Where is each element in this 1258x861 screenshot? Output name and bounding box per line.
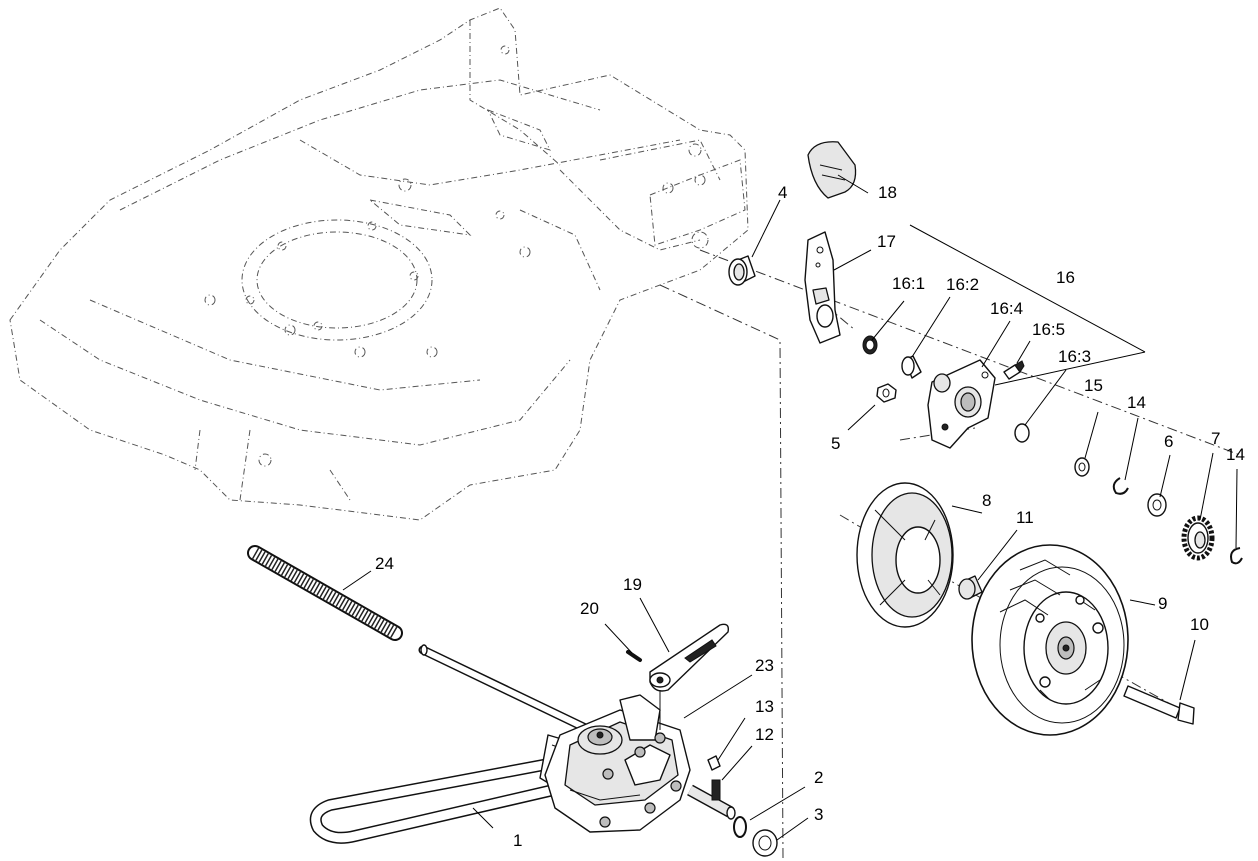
callout-2: 2 — [814, 768, 823, 787]
callout-6: 6 — [1164, 432, 1173, 451]
callout-16-1: 16:1 — [892, 274, 925, 293]
callout-3: 3 — [814, 805, 823, 824]
part-9-wheel — [971, 544, 1129, 736]
part-7-pinion-gear — [1181, 515, 1215, 561]
part-10-wheel-bolt — [1123, 685, 1195, 725]
transmission-housing — [544, 690, 736, 833]
part-12-roll-pin — [711, 779, 721, 801]
callout-9: 9 — [1158, 594, 1167, 613]
callout-16: 16 — [1056, 268, 1075, 287]
callout-16-4: 16:4 — [990, 299, 1023, 318]
callout-5: 5 — [831, 434, 840, 453]
mower-deck-outline — [9, 7, 749, 521]
part-16-3-washer — [1014, 423, 1030, 443]
part-5-nut — [876, 383, 897, 403]
part-16-5-fitting — [1003, 360, 1025, 380]
part-17-adjust-plate — [804, 231, 841, 344]
part-19-lever — [649, 623, 730, 700]
part-6-washer — [1147, 493, 1167, 517]
callout-16-2: 16:2 — [946, 275, 979, 294]
leader-lines — [342, 174, 1238, 841]
callout-18: 18 — [878, 183, 897, 202]
callout-11: 11 — [1016, 508, 1034, 527]
part-2-retaining-ring — [733, 816, 747, 838]
part-15-washer — [1074, 457, 1090, 477]
callout-19: 19 — [623, 575, 642, 594]
part-14-clip-a — [1112, 477, 1129, 495]
callout-16-5: 16:5 — [1032, 320, 1065, 339]
part-3-washer — [752, 829, 778, 857]
part-16-1-bearing — [862, 335, 878, 355]
callout-4: 4 — [778, 183, 787, 202]
part-4-bushing — [728, 255, 756, 286]
callout-16-3: 16:3 — [1058, 347, 1091, 366]
part-14-clip-b — [1230, 547, 1243, 565]
part-13-key — [707, 755, 721, 771]
part-18-knob — [807, 141, 857, 199]
callout-1: 1 — [513, 831, 522, 850]
part-24-spring-conduit — [247, 545, 403, 641]
callout-labels: 1 2 3 4 5 6 7 8 9 10 11 12 13 14 14 15 1… — [375, 183, 1245, 850]
callout-8: 8 — [982, 491, 991, 510]
drive-rod — [418, 644, 605, 740]
callout-23: 23 — [755, 656, 774, 675]
callout-17: 17 — [877, 232, 896, 251]
callout-14-b: 14 — [1226, 445, 1245, 464]
callout-13: 13 — [755, 697, 774, 716]
callout-20: 20 — [580, 599, 599, 618]
part-8-wheel-cover — [856, 482, 954, 628]
callout-10: 10 — [1190, 615, 1209, 634]
part-1-drive-handle — [309, 734, 583, 844]
callout-14-a: 14 — [1127, 393, 1146, 412]
part-16-2-spacer — [901, 355, 922, 379]
callout-24: 24 — [375, 554, 394, 573]
part-16-4-pivot-bracket — [927, 359, 996, 449]
callout-12: 12 — [755, 725, 774, 744]
part-20-pin — [626, 650, 642, 662]
callout-15: 15 — [1084, 376, 1103, 395]
callout-7: 7 — [1211, 429, 1220, 448]
